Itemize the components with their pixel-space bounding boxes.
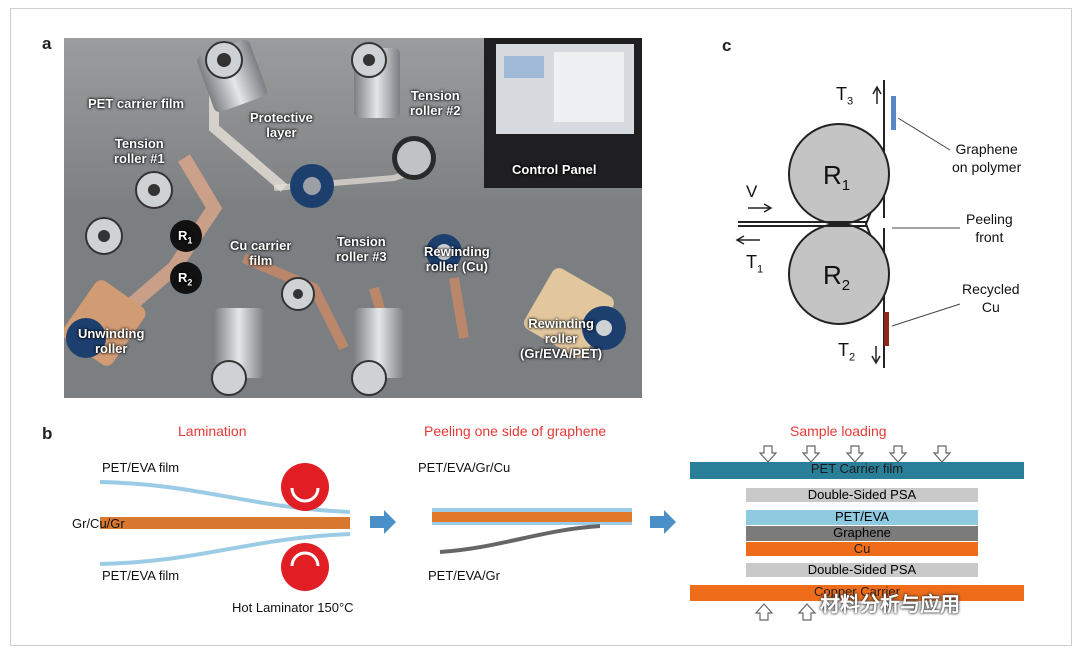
peel-top-label: PET/EVA/Gr/Cu — [418, 460, 511, 475]
recycled-cu-marker — [884, 312, 889, 346]
peel-pet-eva-lower — [432, 522, 632, 525]
label-rewinding-roller-cu: Rewinding roller (Cu) — [424, 244, 490, 274]
graphene-marker — [891, 96, 896, 130]
peeling-front-label: Peeling front — [966, 211, 1013, 245]
peel-pet-eva-top — [432, 508, 632, 512]
tension-t2-label: T2 — [838, 340, 856, 364]
up-arrow-icons — [754, 603, 817, 621]
label-r1-roller: R1 — [178, 228, 193, 246]
label-tension-roller-2: Tension roller #2 — [410, 88, 461, 118]
label-tension-roller-1: Tension roller #1 — [114, 136, 165, 166]
gr-cu-gr-strip — [100, 517, 350, 529]
laminator-roller-top — [281, 463, 329, 511]
panel-label-a: a — [42, 34, 52, 53]
layer-graphene: Graphene — [746, 526, 978, 541]
arrow-right-icon — [650, 510, 676, 534]
tension-t1-label: T1 — [746, 252, 764, 276]
pet-eva-film-bottom — [99, 532, 351, 566]
roller-r2 — [788, 223, 890, 325]
peel-cu-layer — [432, 512, 632, 522]
pet-eva-film-bottom-label: PET/EVA film — [102, 568, 180, 583]
layer-pet-carrier: PET Carrier film — [690, 462, 1024, 479]
layer-double-sided-psa-bottom: Double-Sided PSA — [746, 563, 978, 577]
recycled-cu-label: Recycled Cu — [962, 281, 1020, 315]
label-tension-roller-3: Tension roller #3 — [336, 234, 387, 264]
sample-loading-title: Sample loading — [790, 423, 887, 439]
laminator-roller-bottom — [281, 543, 329, 591]
peeled-graphene-film — [439, 524, 601, 554]
down-arrow-icons — [758, 445, 952, 463]
roller-r1-label: R1 — [823, 160, 851, 195]
gr-cu-gr-label: Gr/Cu/Gr — [72, 516, 125, 531]
panel-label-c: c — [722, 36, 732, 55]
label-pet-carrier-film: PET carrier film — [88, 96, 185, 111]
label-control-panel: Control Panel — [512, 162, 597, 177]
label-protective-layer: Protective layer — [250, 110, 313, 140]
layer-double-sided-psa-top: Double-Sided PSA — [746, 488, 978, 502]
watermark: 材料分析与应用 — [820, 594, 960, 616]
pet-eva-film-top — [99, 480, 351, 514]
graphene-on-polymer-label: Graphene on polymer — [952, 141, 1022, 175]
label-rewinding-roller-gr: Rewinding roller (Gr/EVA/PET) — [520, 316, 603, 361]
pet-eva-film-top-label: PET/EVA film — [102, 460, 180, 475]
lamination-title: Lamination — [178, 423, 247, 439]
label-unwinding-roller: Unwinding roller — [78, 326, 145, 356]
peeling-title: Peeling one side of graphene — [424, 423, 607, 439]
arrow-right-icon — [370, 510, 396, 534]
label-r2-roller: R2 — [178, 270, 193, 288]
peel-bottom-label: PET/EVA/Gr — [428, 568, 500, 583]
hot-laminator-label: Hot Laminator 150°C — [232, 600, 354, 615]
velocity-v-label: V — [746, 182, 758, 201]
label-cu-carrier-film: Cu carrier film — [230, 238, 292, 268]
panel-label-b: b — [42, 424, 53, 443]
layer-cu: Cu — [746, 542, 978, 556]
roller-group — [64, 39, 626, 396]
tension-t3-label: T3 — [836, 84, 854, 108]
layer-pet-eva: PET/EVA — [746, 510, 978, 525]
roller-r2-label: R2 — [823, 260, 851, 295]
photo-drawing — [64, 38, 642, 398]
layer-copper-carrier: Copper Carrier — [690, 585, 1024, 601]
roll-to-roll-photo: PET carrier film Tension roller #1 Prote… — [64, 38, 642, 398]
